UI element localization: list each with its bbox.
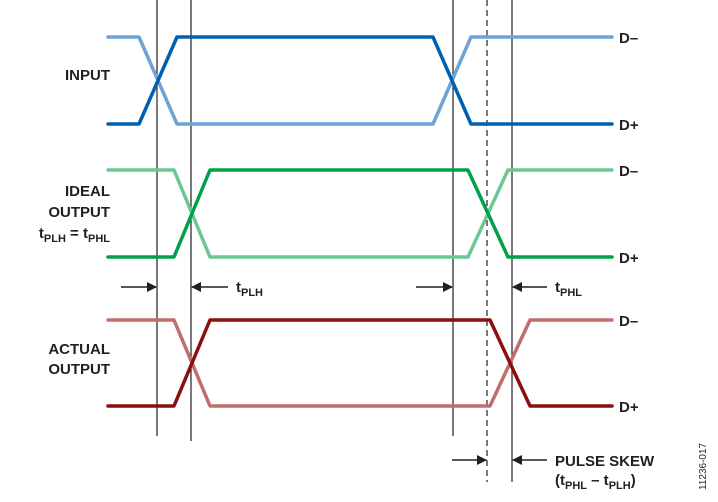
ideal-label-line3: tPLH = tPHL xyxy=(39,225,110,245)
input-label: INPUT xyxy=(65,67,110,84)
tplh-label: tPLH xyxy=(236,279,263,299)
actual-dplus-label: D+ xyxy=(619,399,639,416)
ideal-label-line2: OUTPUT xyxy=(48,204,110,221)
ideal-dminus-trace xyxy=(106,168,614,259)
ideal-dplus-label: D+ xyxy=(619,250,639,267)
input-dminus-label: D– xyxy=(619,30,638,47)
actual-label-line1: ACTUAL xyxy=(48,341,110,358)
ideal-dplus-trace xyxy=(106,168,614,259)
pulse-skew-formula: (tPHL – tPLH) xyxy=(555,472,636,492)
actual-dminus-trace xyxy=(106,318,614,408)
input-dplus-label: D+ xyxy=(619,117,639,134)
actual-dminus-label: D– xyxy=(619,313,638,330)
input-dplus-trace xyxy=(106,35,614,126)
ideal-dminus-label: D– xyxy=(619,163,638,180)
figure-id: 11236-017 xyxy=(698,442,709,490)
ideal-label-line1: IDEAL xyxy=(65,183,110,200)
pulse-skew-label: PULSE SKEW xyxy=(555,453,655,470)
tphl-label: tPHL xyxy=(555,279,582,299)
input-dminus-trace xyxy=(106,35,614,126)
actual-dplus-trace xyxy=(106,318,614,408)
actual-label-line2: OUTPUT xyxy=(48,361,110,378)
